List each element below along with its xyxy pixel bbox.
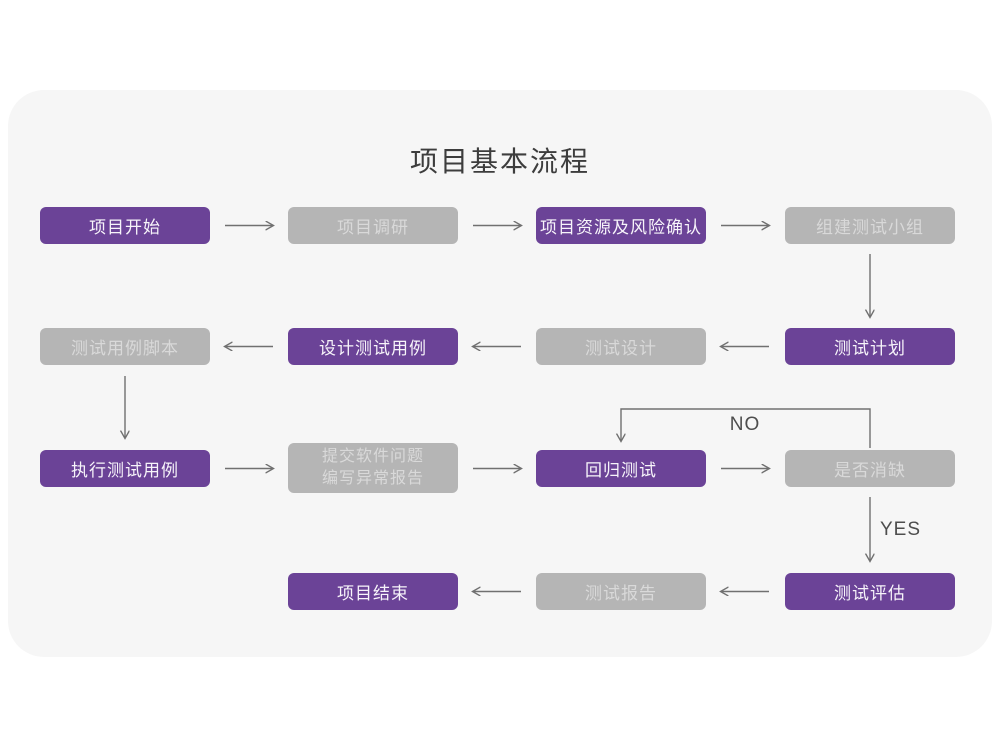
node-execute-test-cases: 执行测试用例 (40, 450, 210, 487)
node-build-test-team: 组建测试小组 (785, 207, 955, 244)
page-title: 项目基本流程 (409, 146, 590, 177)
node-design-test-cases: 设计测试用例 (288, 328, 458, 365)
node-test-plan: 测试计划 (785, 328, 955, 365)
node-test-design: 测试设计 (536, 328, 706, 365)
node-project-start: 项目开始 (40, 207, 210, 244)
node-test-evaluation: 测试评估 (785, 573, 955, 610)
node-regression-test: 回归测试 (536, 450, 706, 487)
node-defect-cleared: 是否消缺 (785, 450, 955, 487)
node-submit-issues-report: 提交软件问题 编写异常报告 (288, 443, 458, 493)
flowchart-card (8, 90, 992, 657)
edge-label-no: NO (729, 414, 761, 435)
node-project-end: 项目结束 (288, 573, 458, 610)
node-project-research: 项目调研 (288, 207, 458, 244)
edge-label-yes: YES (880, 519, 922, 540)
node-test-case-script: 测试用例脚本 (40, 328, 210, 365)
node-resources-risk-confirm: 项目资源及风险确认 (536, 207, 706, 244)
node-test-report: 测试报告 (536, 573, 706, 610)
